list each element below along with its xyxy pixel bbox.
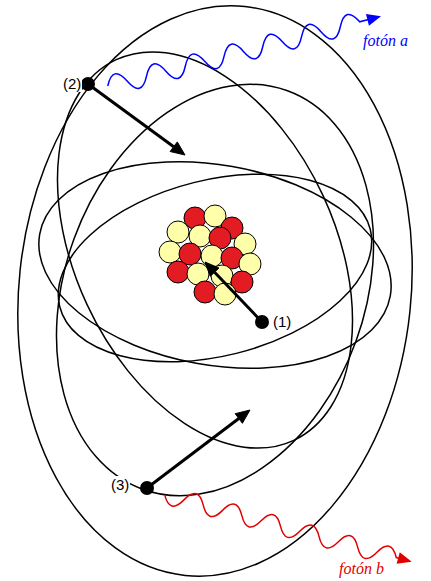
photon-wave [105,7,383,96]
jump-arrow [88,84,174,147]
arrowhead [205,262,219,276]
neutron [167,221,189,243]
orbit [2,39,429,540]
callout-number: (1) [272,313,292,330]
electron [140,481,154,495]
neutron [159,241,181,263]
jump-arrow [147,419,239,489]
callout-number: (3) [110,476,130,493]
photon-label: fotón a [362,32,409,50]
electron [255,315,269,329]
arrowhead [235,410,250,423]
proton [194,281,216,303]
photon-wave [162,486,414,570]
jump-arrow [215,272,262,322]
electron [81,77,95,91]
photon-wave [162,486,404,568]
arrowhead [170,142,185,155]
neutron [214,283,236,305]
arrowhead [366,11,383,26]
orbit [22,136,407,395]
nucleus [159,205,261,305]
callout-number: (2) [62,75,82,92]
photon-wave [105,10,372,96]
proton [167,261,189,283]
photon-label: fotón b [338,560,385,578]
neutron [201,245,223,267]
orbit [0,5,412,496]
arrowhead [397,552,414,567]
orbit [38,144,391,392]
